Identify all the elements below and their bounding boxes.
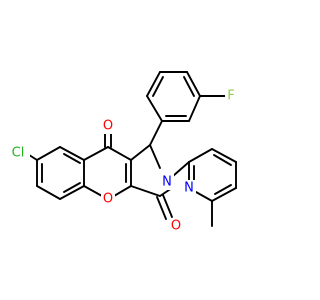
bond <box>211 187 237 202</box>
bond <box>188 95 201 122</box>
atom-cl-label: Cl <box>12 146 25 161</box>
bond <box>172 161 190 177</box>
atom-o-carbonyl3-label: O <box>171 219 181 234</box>
atom-n-pyridine-label: N <box>184 181 194 196</box>
bond <box>156 196 167 220</box>
bond <box>211 148 237 163</box>
bond <box>146 71 161 97</box>
bond <box>130 144 151 161</box>
atom-f-label: F <box>227 89 234 104</box>
bond <box>195 191 213 202</box>
bond <box>107 146 132 161</box>
bond <box>183 76 195 97</box>
atom-o-carbonyl9-label: O <box>103 119 113 134</box>
atom-label: O <box>101 191 115 207</box>
bond <box>152 76 164 97</box>
bond-layer <box>25 71 237 227</box>
atom-o-pyran-label: O <box>103 192 113 207</box>
bond <box>59 146 85 161</box>
atom-label: Cl <box>8 145 30 161</box>
atom-label: F <box>225 88 237 104</box>
bond <box>59 185 85 200</box>
atom-label: O <box>169 218 183 234</box>
bond <box>186 71 201 97</box>
atom-label-layer: Cl O O O N N F <box>8 88 237 234</box>
atom-label: O <box>101 118 115 134</box>
atom-n-lactam-label: N <box>162 175 172 190</box>
bond <box>188 148 213 163</box>
bond <box>146 95 163 122</box>
bond <box>149 120 163 146</box>
bond <box>130 185 161 197</box>
chemical-structure: Cl O O O N N F <box>8 71 237 234</box>
bond <box>83 146 109 161</box>
bond <box>213 154 232 166</box>
bond <box>36 185 61 200</box>
atom-label: N <box>160 174 174 190</box>
bond <box>162 194 173 218</box>
bond <box>63 182 81 193</box>
bond <box>36 146 61 161</box>
bond <box>149 144 161 169</box>
bond <box>113 185 132 197</box>
bond <box>214 184 232 195</box>
bond <box>63 153 81 164</box>
atom-label: N <box>182 180 196 196</box>
bond <box>83 185 103 197</box>
